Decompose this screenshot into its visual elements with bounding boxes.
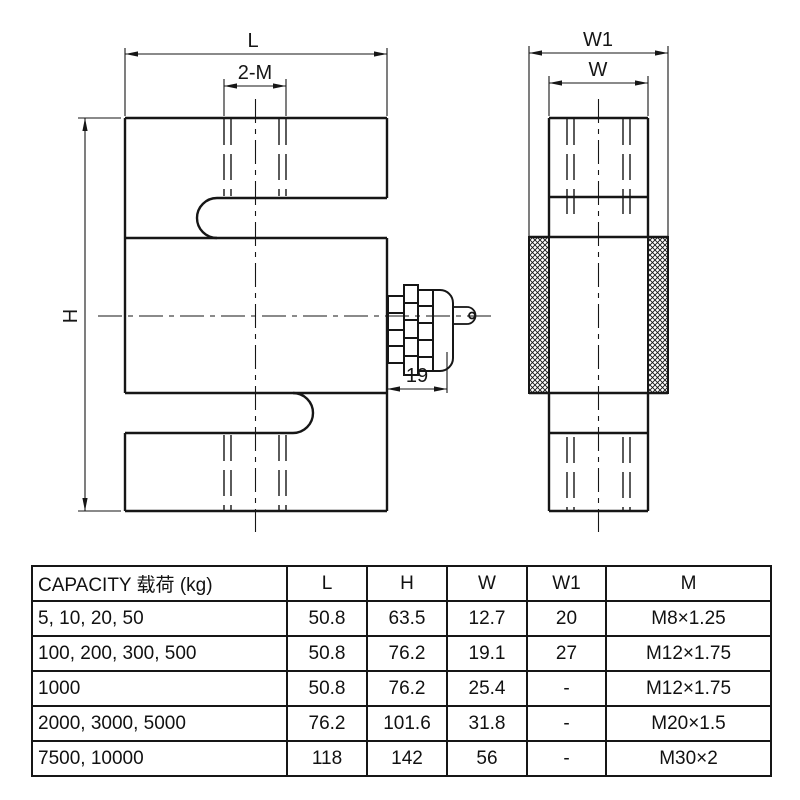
spec-row: 5, 10, 20, 50 50.8 63.5 12.7 20 M8×1.25 bbox=[31, 600, 772, 637]
front-centerlines bbox=[98, 99, 494, 532]
hatch-band-right bbox=[647, 236, 669, 394]
cell-capacity: 7500, 10000 bbox=[31, 740, 288, 777]
cell-m: M8×1.25 bbox=[605, 600, 772, 637]
cell-l: 50.8 bbox=[286, 600, 368, 637]
hatch-band-left bbox=[528, 236, 550, 394]
cell-capacity: 100, 200, 300, 500 bbox=[31, 635, 288, 672]
hidden-thread-lines-top bbox=[223, 119, 287, 196]
cell-h: 63.5 bbox=[366, 600, 448, 637]
cell-l: 50.8 bbox=[286, 670, 368, 707]
hidden-thread-lines-bottom bbox=[223, 435, 287, 510]
cell-w: 19.1 bbox=[446, 635, 528, 672]
dim-L bbox=[124, 48, 388, 116]
dim-W1-label: W1 bbox=[583, 29, 613, 51]
dim-19-label: 19 bbox=[406, 365, 428, 387]
cell-capacity: 2000, 3000, 5000 bbox=[31, 705, 288, 742]
cable-gland bbox=[387, 284, 477, 376]
cell-l: 118 bbox=[286, 740, 368, 777]
side-body-outline bbox=[529, 116, 668, 513]
dim-L-label: L bbox=[247, 30, 258, 52]
dim-H-label: H bbox=[60, 309, 82, 323]
front-view: L 2-M H bbox=[60, 30, 494, 532]
cell-h: 76.2 bbox=[366, 670, 448, 707]
header-h: H bbox=[366, 565, 448, 602]
side-view: W1 W bbox=[528, 29, 669, 532]
spec-row: 100, 200, 300, 500 50.8 76.2 19.1 27 M12… bbox=[31, 635, 772, 672]
load-cell-drawing: L 2-M H bbox=[60, 29, 669, 532]
dim-2M bbox=[223, 79, 287, 116]
side-hidden-thread-lines-top bbox=[566, 119, 631, 214]
lower-slot-arc bbox=[292, 391, 315, 435]
cell-h: 101.6 bbox=[366, 705, 448, 742]
cell-m: M30×2 bbox=[605, 740, 772, 777]
cell-w: 25.4 bbox=[446, 670, 528, 707]
cell-capacity: 5, 10, 20, 50 bbox=[31, 600, 288, 637]
dim-W bbox=[548, 76, 649, 116]
cell-w1: - bbox=[526, 740, 607, 777]
cell-w1: - bbox=[526, 705, 607, 742]
cell-w1: 20 bbox=[526, 600, 607, 637]
gland-cap bbox=[433, 289, 454, 372]
spec-header-row: CAPACITY 载荷 (kg) L H W W1 M bbox=[31, 565, 772, 602]
dim-2M-label: 2-M bbox=[238, 62, 272, 84]
spec-row: 2000, 3000, 5000 76.2 101.6 31.8 - M20×1… bbox=[31, 705, 772, 742]
spec-table: CAPACITY 载荷 (kg) L H W W1 M 5, 10, 20, 5… bbox=[31, 565, 772, 777]
cell-l: 50.8 bbox=[286, 635, 368, 672]
cell-l: 76.2 bbox=[286, 705, 368, 742]
spec-row: 1000 50.8 76.2 25.4 - M12×1.75 bbox=[31, 670, 772, 707]
cell-w1: 27 bbox=[526, 635, 607, 672]
header-m: M bbox=[605, 565, 772, 602]
upper-slot-arc bbox=[195, 196, 218, 240]
cell-w1: - bbox=[526, 670, 607, 707]
side-hidden-thread-lines-bottom bbox=[566, 437, 631, 510]
header-l: L bbox=[286, 565, 368, 602]
dim-19 bbox=[387, 352, 448, 393]
cell-w: 31.8 bbox=[446, 705, 528, 742]
cable-stub bbox=[453, 306, 477, 325]
header-capacity: CAPACITY 载荷 (kg) bbox=[31, 565, 288, 602]
cell-m: M20×1.5 bbox=[605, 705, 772, 742]
dim-W-label: W bbox=[589, 59, 608, 81]
spec-row: 7500, 10000 118 142 56 - M30×2 bbox=[31, 740, 772, 777]
cell-w: 12.7 bbox=[446, 600, 528, 637]
cell-m: M12×1.75 bbox=[605, 670, 772, 707]
cell-h: 76.2 bbox=[366, 635, 448, 672]
cell-capacity: 1000 bbox=[31, 670, 288, 707]
header-w1: W1 bbox=[526, 565, 607, 602]
cell-m: M12×1.75 bbox=[605, 635, 772, 672]
dim-W1 bbox=[528, 46, 669, 236]
dim-H bbox=[78, 117, 121, 512]
cell-h: 142 bbox=[366, 740, 448, 777]
header-w: W bbox=[446, 565, 528, 602]
cell-w: 56 bbox=[446, 740, 528, 777]
